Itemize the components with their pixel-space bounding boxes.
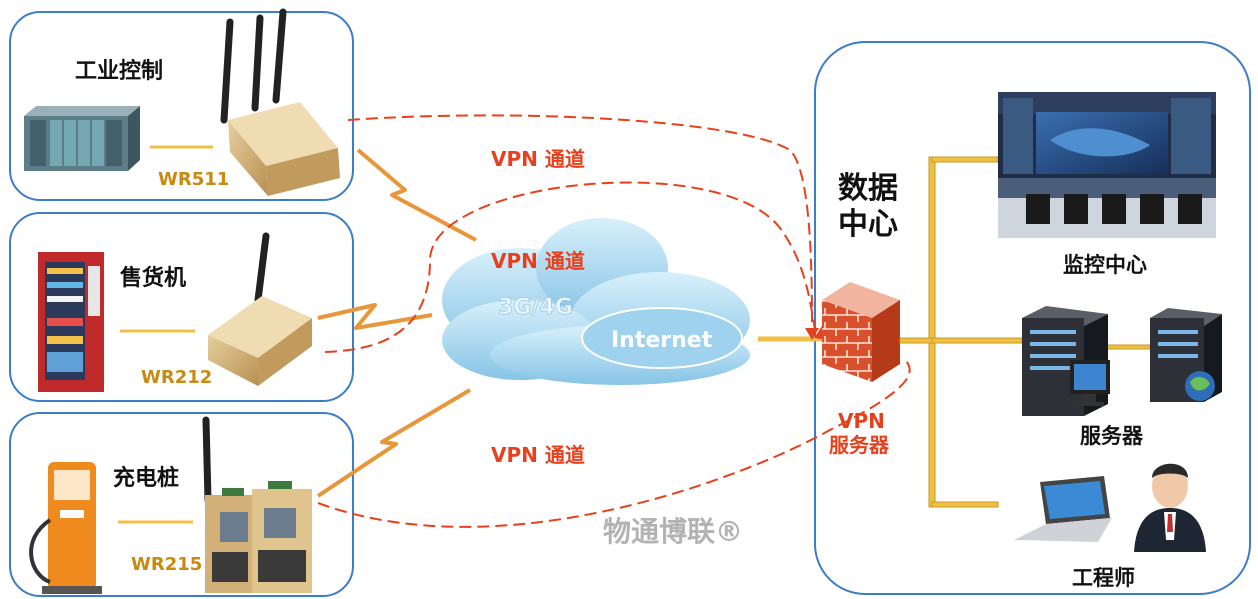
vpn-server-label-line1: VPN	[838, 409, 885, 433]
site-frame-charging	[9, 412, 354, 597]
site-title-charging: 充电桩	[113, 465, 179, 491]
wireless-link-3	[316, 388, 472, 498]
vpn-tunnel-2	[324, 181, 816, 353]
network-label: 3G/4G	[498, 295, 573, 320]
vpn-tunnel-1	[347, 114, 813, 323]
router-wr511-icon	[220, 8, 340, 196]
router-model-wr212: WR212	[141, 367, 212, 388]
wireless-link-2	[317, 303, 433, 330]
vpn-tunnel-label-1: VPN 通道	[491, 147, 585, 171]
cloud-icon	[442, 218, 750, 385]
vpn-arrow-1	[805, 328, 819, 340]
site-title-vending: 售货机	[120, 265, 186, 291]
site-frame-vending	[9, 212, 354, 402]
vpn-tunnel-label-2: VPN 通道	[491, 249, 585, 273]
router-model-wr511: WR511	[158, 169, 229, 190]
engineer-label: 工程师	[1072, 566, 1135, 590]
firewall-icon	[822, 282, 900, 382]
wireless-link-1	[356, 148, 477, 242]
monitor-center-label: 监控中心	[1063, 253, 1147, 277]
monitor-icon	[1070, 360, 1110, 406]
router-wr215-icon	[202, 416, 312, 593]
server-globe-icon	[1150, 308, 1222, 402]
internet-label: Internet	[611, 328, 713, 353]
vpn-server-label-line2: 服务器	[829, 433, 890, 457]
engineer-avatar-icon	[1134, 463, 1206, 552]
charging-pile-icon	[29, 462, 102, 594]
router-wr212-icon	[208, 232, 312, 386]
servers-label: 服务器	[1080, 424, 1144, 448]
laptop-icon	[1014, 476, 1112, 542]
datacenter-frame	[814, 41, 1251, 595]
plc-rack-icon	[24, 106, 140, 171]
datacenter-title-line1: 数据	[838, 171, 898, 206]
router-model-wr215: WR215	[131, 554, 202, 575]
vpn-tunnel-3	[317, 359, 911, 528]
datacenter-title-line2: 中心	[838, 207, 898, 242]
site-frame-industrial	[9, 11, 354, 201]
monitoring-center-icon	[998, 92, 1216, 238]
vpn-tunnel-label-3: VPN 通道	[491, 443, 585, 467]
site-title-industrial: 工业控制	[75, 58, 163, 84]
brand-watermark: 物通博联®	[603, 515, 743, 548]
vending-machine-icon	[38, 252, 104, 392]
